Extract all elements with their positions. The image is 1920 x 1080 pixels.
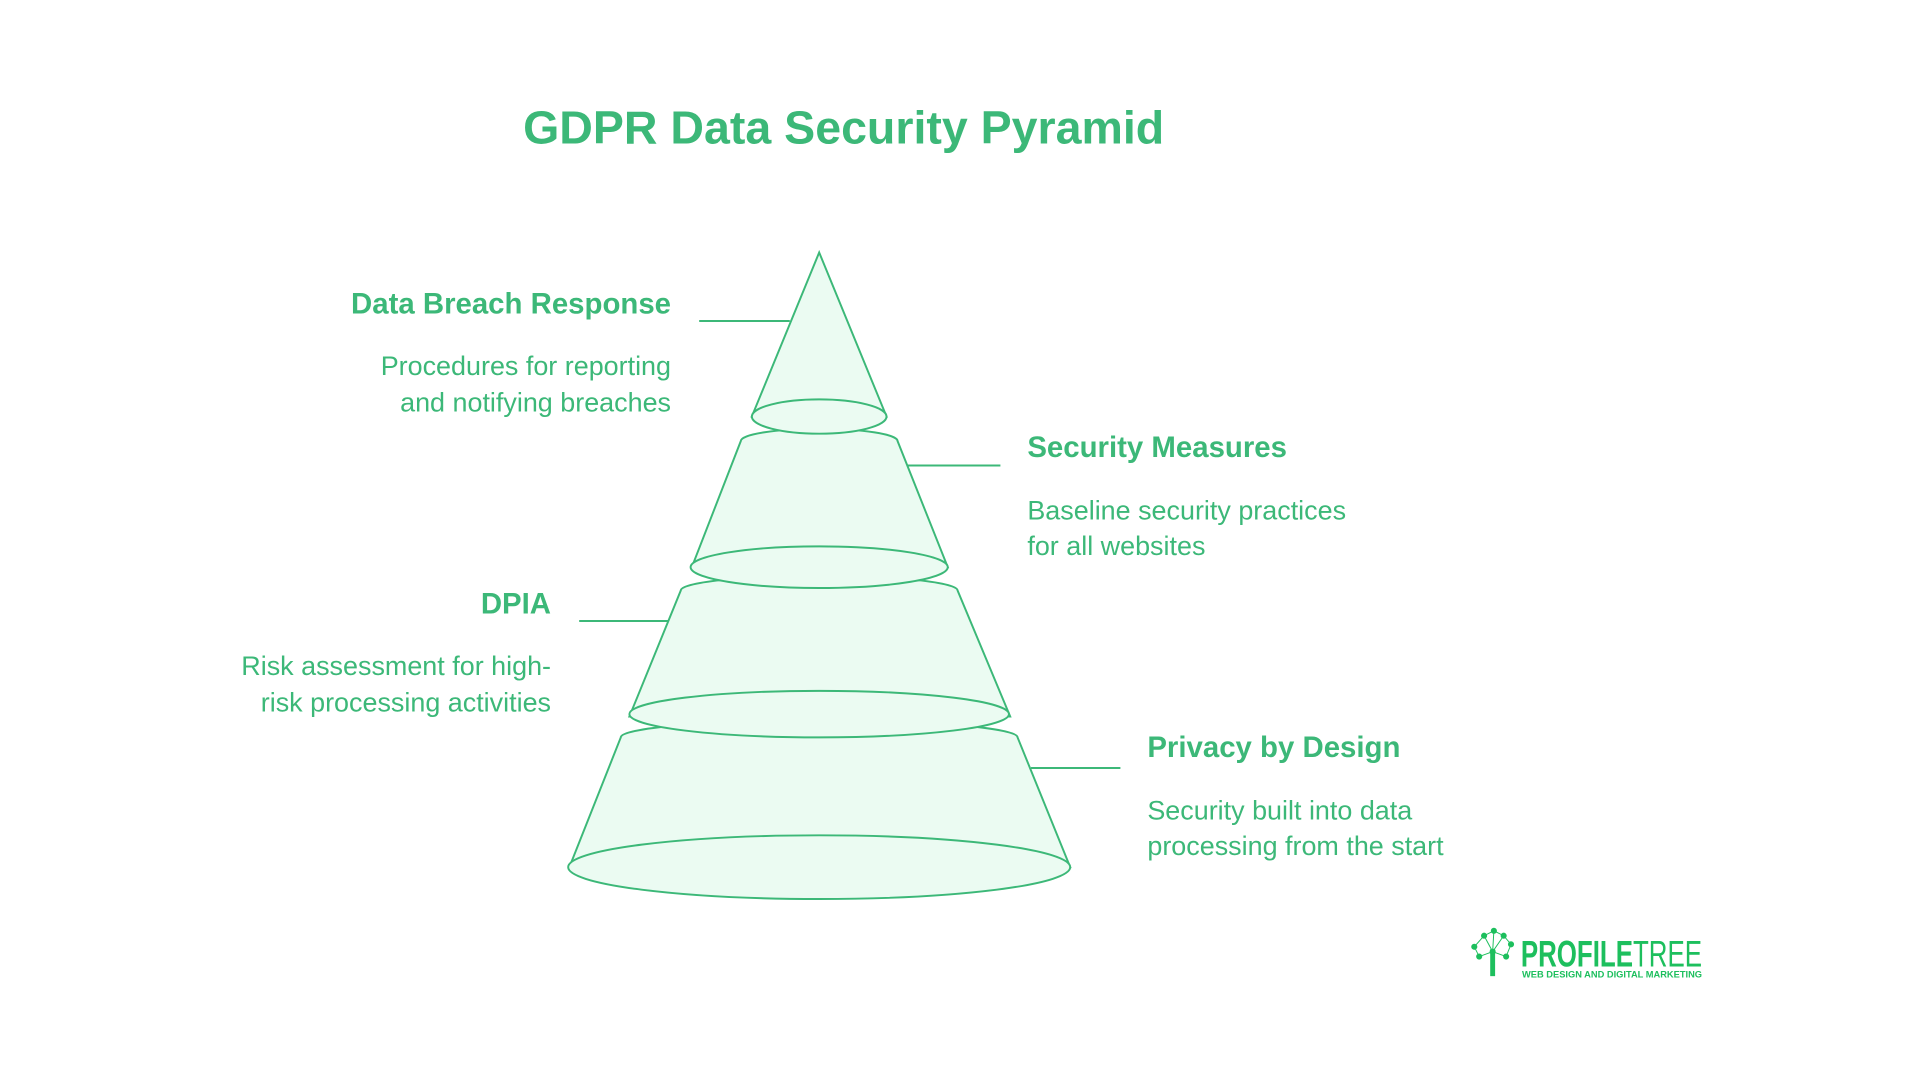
svg-text:PROFILETREE: PROFILETREE bbox=[1521, 933, 1702, 974]
level-heading: Data Breach Response bbox=[351, 288, 671, 321]
label-data-breach-response: Data Breach Response Procedures for repo… bbox=[351, 288, 671, 418]
label-dpia: DPIA Risk assessment for high- risk proc… bbox=[241, 588, 551, 718]
tier-privacy-by-design bbox=[567, 719, 1072, 900]
level-description: and notifying breaches bbox=[400, 388, 671, 418]
logo-name-light: TREE bbox=[1633, 933, 1702, 974]
level-heading: DPIA bbox=[481, 588, 551, 621]
tier-security-measures bbox=[689, 427, 950, 589]
level-description: processing from the start bbox=[1147, 831, 1444, 861]
level-heading: Privacy by Design bbox=[1147, 731, 1400, 764]
profiletree-logo: PROFILETREE WEB DESIGN AND DIGITAL MARKE… bbox=[1471, 927, 1702, 979]
logo-name-bold: PROFILE bbox=[1521, 933, 1633, 974]
level-description: risk processing activities bbox=[261, 688, 551, 718]
tier-dpia bbox=[627, 574, 1012, 739]
tier-data-breach-response bbox=[750, 249, 888, 435]
level-description: Procedures for reporting bbox=[381, 351, 671, 381]
level-description: for all websites bbox=[1027, 531, 1205, 561]
label-security-measures: Security Measures Baseline security prac… bbox=[1027, 431, 1346, 561]
label-privacy-by-design: Privacy by Design Security built into da… bbox=[1147, 731, 1444, 861]
level-description: Baseline security practices bbox=[1027, 495, 1346, 525]
logo-tagline: WEB DESIGN AND DIGITAL MARKETING bbox=[1522, 969, 1702, 979]
level-description: Security built into data bbox=[1147, 795, 1412, 825]
page-title: GDPR Data Security Pyramid bbox=[523, 101, 1164, 153]
level-heading: Security Measures bbox=[1027, 431, 1287, 464]
tree-icon bbox=[1471, 927, 1515, 977]
level-description: Risk assessment for high- bbox=[241, 651, 551, 681]
